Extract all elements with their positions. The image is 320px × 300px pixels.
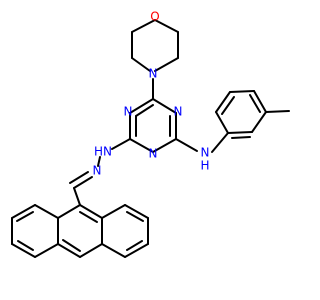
- bond: [11, 204, 36, 219]
- bond: [73, 176, 93, 189]
- bond: [126, 211, 144, 222]
- anthracene: [11, 204, 149, 258]
- bond: [175, 138, 198, 152]
- atom-n-triazine-bottom: N: [149, 147, 158, 161]
- bond: [79, 204, 103, 219]
- bond: [251, 111, 267, 133]
- bond: [124, 243, 149, 258]
- bond: [62, 239, 81, 252]
- bond: [126, 240, 143, 251]
- bond: [152, 138, 177, 153]
- bond: [253, 90, 267, 113]
- atom-n-triazine-right: N: [174, 105, 183, 119]
- bond: [231, 136, 251, 139]
- bond: [154, 19, 179, 33]
- bond: [131, 19, 156, 33]
- atom-n-morpholine: N: [149, 67, 158, 81]
- bond: [135, 104, 154, 117]
- bond: [215, 91, 231, 113]
- bond: [152, 98, 177, 114]
- bond: [221, 96, 235, 115]
- atom-n-triazine-left: N: [124, 105, 133, 119]
- bond: [73, 187, 81, 206]
- bond: [215, 111, 229, 134]
- bond: [211, 132, 229, 153]
- bond: [57, 204, 81, 219]
- bond: [101, 243, 126, 258]
- tolyl-ring: [211, 90, 290, 153]
- bond: [69, 171, 89, 184]
- bond: [16, 211, 34, 222]
- molecule-canvas: O N N N N HN N N H: [11, 9, 290, 258]
- bond: [57, 243, 81, 258]
- bond: [79, 243, 103, 258]
- bond: [131, 57, 151, 72]
- morpholine-ring: [131, 19, 179, 72]
- triazine-ring: [129, 98, 177, 153]
- bond: [17, 240, 34, 251]
- bond: [101, 204, 126, 219]
- bond: [227, 131, 253, 134]
- atom-o-morpholine: O: [150, 10, 159, 24]
- bond: [79, 211, 98, 223]
- bond: [129, 138, 154, 153]
- bond: [249, 94, 261, 113]
- bond: [34, 204, 59, 219]
- molecule-structure: O N N N N HN N N H: [11, 10, 290, 258]
- atom-hn-hydrazone: HN: [94, 145, 112, 159]
- bond: [154, 57, 179, 72]
- bond: [265, 110, 290, 113]
- bond: [97, 156, 101, 167]
- atom-h-aniline: H: [200, 159, 209, 173]
- bond: [11, 243, 36, 258]
- bond: [129, 98, 154, 114]
- bond: [124, 204, 149, 219]
- bond: [34, 243, 59, 258]
- bond: [229, 90, 255, 93]
- bond: [111, 138, 131, 150]
- atom-n-aniline: N: [201, 146, 210, 160]
- atom-n-hydrazone: N: [93, 164, 102, 178]
